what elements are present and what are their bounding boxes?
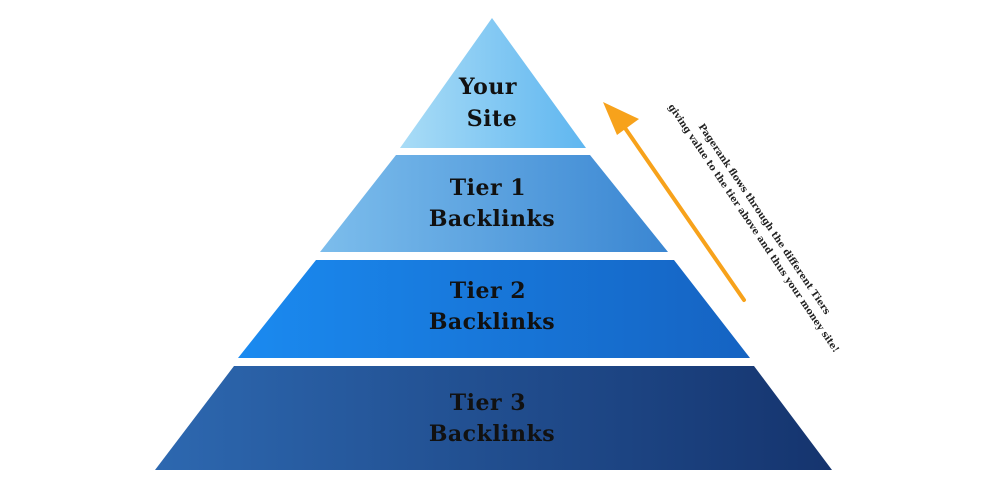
pagerank-flow-arrow-icon [603, 102, 746, 302]
tier-1-label: Tier 1 Backlinks [429, 175, 555, 232]
tier-1-shape [320, 155, 668, 252]
tier-3-shape [155, 366, 832, 470]
tier-your-site-shape [400, 18, 586, 148]
tier-3-label: Tier 3 Backlinks [429, 390, 555, 447]
tier-2-shape [238, 260, 750, 358]
tier-2-label: Tier 2 Backlinks [429, 278, 555, 335]
tier-your-site-label: Your Site [458, 74, 525, 132]
